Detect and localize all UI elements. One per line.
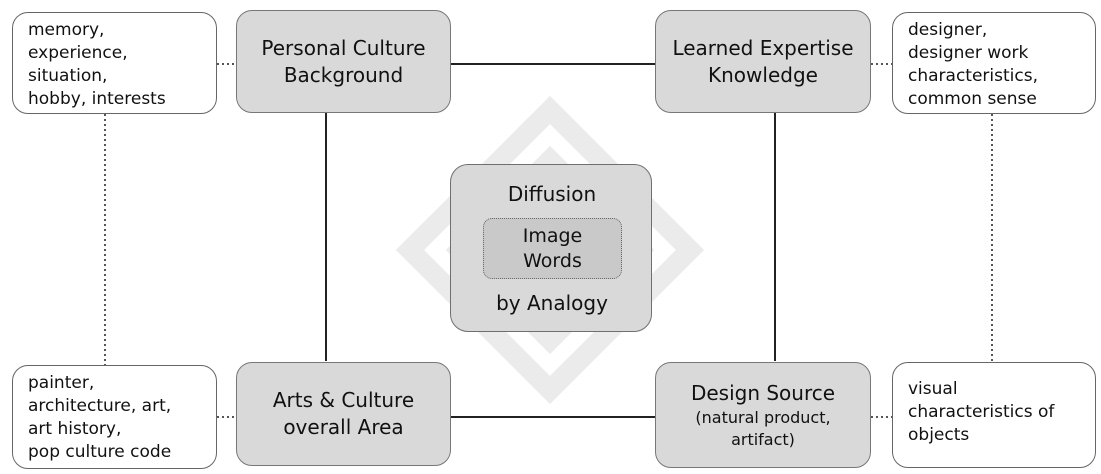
box-line: Arts & Culture bbox=[272, 388, 415, 412]
top-left-note-text: memory, experience, situation, hobby, in… bbox=[28, 19, 166, 111]
design-source-title: Design Source bbox=[690, 380, 836, 405]
bottom-left-note-box: painter, architecture, art, art history,… bbox=[12, 365, 217, 469]
arts-culture-box: Arts & Culture overall Area bbox=[236, 362, 451, 466]
learned-expertise-box: Learned Expertise Knowledge bbox=[655, 10, 871, 113]
personal-culture-box: Personal Culture Background bbox=[236, 10, 451, 113]
design-source-box: Design Source (natural product, artifact… bbox=[655, 362, 871, 468]
box-line: Personal Culture bbox=[261, 35, 426, 60]
note-line: characteristics, bbox=[908, 66, 1038, 86]
note-line: painter, bbox=[28, 373, 95, 393]
bottom-right-note-text: visual characteristics of objects bbox=[908, 378, 1054, 447]
design-source-subtitle-line: artifact) bbox=[731, 429, 795, 449]
center-inner-line: Image bbox=[522, 224, 583, 247]
note-line: designer work bbox=[908, 43, 1029, 63]
note-line: designer, bbox=[908, 20, 988, 40]
box-line: Knowledge bbox=[708, 62, 818, 87]
note-line: experience, bbox=[28, 43, 128, 63]
note-line: situation, bbox=[28, 66, 108, 86]
note-line: architecture, art, bbox=[28, 396, 172, 416]
design-source-subtitle-line: (natural product, bbox=[695, 407, 831, 427]
top-right-note-box: designer, designer work characteristics,… bbox=[892, 12, 1096, 114]
diffusion-center-box: Diffusion Image Words by Analogy bbox=[450, 164, 652, 332]
box-line: Learned Expertise bbox=[672, 35, 854, 60]
note-line: objects bbox=[908, 425, 970, 445]
note-line: characteristics of bbox=[908, 402, 1055, 422]
by-analogy-label: by Analogy bbox=[496, 291, 608, 315]
top-right-note-text: designer, designer work characteristics,… bbox=[908, 19, 1038, 111]
note-line: pop culture code bbox=[28, 442, 172, 462]
diffusion-label: Diffusion bbox=[507, 182, 597, 206]
box-line: Background bbox=[283, 62, 404, 87]
note-line: visual bbox=[908, 379, 958, 399]
box-line: overall Area bbox=[283, 415, 404, 439]
note-line: art history, bbox=[28, 419, 122, 439]
image-words-box: Image Words bbox=[483, 218, 622, 279]
note-line: hobby, interests bbox=[28, 89, 166, 109]
top-left-note-box: memory, experience, situation, hobby, in… bbox=[12, 12, 217, 114]
bottom-right-note-box: visual characteristics of objects bbox=[892, 362, 1096, 468]
note-line: memory, bbox=[28, 20, 105, 40]
bottom-left-note-text: painter, architecture, art, art history,… bbox=[28, 372, 171, 464]
center-inner-line: Words bbox=[523, 249, 582, 272]
note-line: common sense bbox=[908, 89, 1037, 109]
